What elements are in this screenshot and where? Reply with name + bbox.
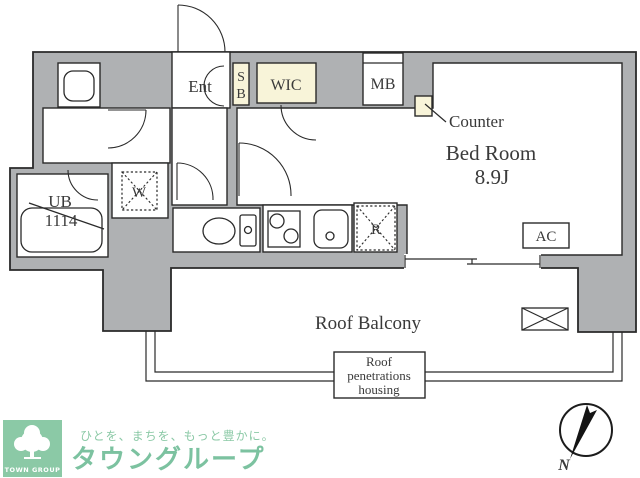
label-ub-size: 1114 (45, 211, 78, 230)
entrance-inner-door-mark (203, 65, 225, 107)
label-entrance: Ent (188, 77, 212, 96)
kitchen-drain-icon (325, 231, 335, 241)
room-entrance (171, 51, 231, 109)
label-roof-balcony: Roof Balcony (315, 313, 422, 334)
logo-tagline: ひとを、まちを、もっと豊かに。 (80, 429, 275, 443)
label-bedroom: Bed Room (446, 141, 536, 165)
compass-north-label: N (557, 457, 571, 474)
bath-counter-line (28, 202, 105, 230)
label-wic: WIC (270, 77, 301, 94)
label-washer: W (132, 185, 147, 201)
roof-penetrations-box (333, 351, 426, 399)
logo-brand: タウングループ (71, 445, 265, 475)
room-walk-in-closet (256, 62, 317, 104)
bath-door-arc (67, 169, 99, 201)
label-shoebox-b: B (236, 87, 245, 102)
label-shoebox-s: S (237, 70, 245, 85)
room-meter-box (362, 52, 404, 106)
bedroom-window (404, 254, 541, 269)
label-roof-pen-1: Roof (366, 354, 393, 369)
counter-marker (414, 95, 433, 117)
label-roof-pen-3: housing (358, 382, 400, 397)
room-shoebox (232, 62, 250, 106)
corridor-door-swing (176, 162, 214, 201)
washbasin-sink-icon (63, 70, 95, 102)
stove-burner-icon (269, 213, 285, 229)
toilet-bowl-icon (202, 217, 236, 245)
washroom-door-swing (107, 109, 147, 149)
label-counter: Counter (449, 112, 504, 131)
stove-burner-icon (283, 228, 299, 244)
label-ac: AC (536, 229, 557, 245)
kitchen-sink-icon (313, 209, 349, 249)
bathtub-icon (20, 207, 103, 253)
bedroom-door-swing (238, 142, 292, 197)
wic-door-swing (280, 104, 317, 141)
logo-badge-text: TOWN GROUP (5, 466, 61, 474)
label-fridge: R (371, 222, 381, 238)
washer-spot (121, 171, 158, 211)
compass: N (557, 403, 613, 474)
compass-needle-icon (570, 405, 597, 459)
room-washroom (42, 107, 171, 164)
label-roof-pen-2: penetrations (347, 368, 411, 383)
room-corridor (171, 107, 228, 206)
label-ub: UB (48, 192, 72, 211)
fridge-spot (356, 205, 396, 251)
label-bedroom-size: 8.9J (475, 165, 509, 189)
ac-box (522, 222, 570, 249)
tree-icon (14, 425, 50, 459)
toilet-flush-knob-icon (243, 225, 253, 235)
entrance-door-swing (177, 4, 226, 53)
label-mb: MB (371, 76, 396, 93)
balcony-vent-box (521, 307, 569, 331)
counter-leader-line (424, 103, 447, 123)
logo: TOWN GROUP ひとを、まちを、もっと豊かに。 タウングループ (3, 420, 275, 477)
